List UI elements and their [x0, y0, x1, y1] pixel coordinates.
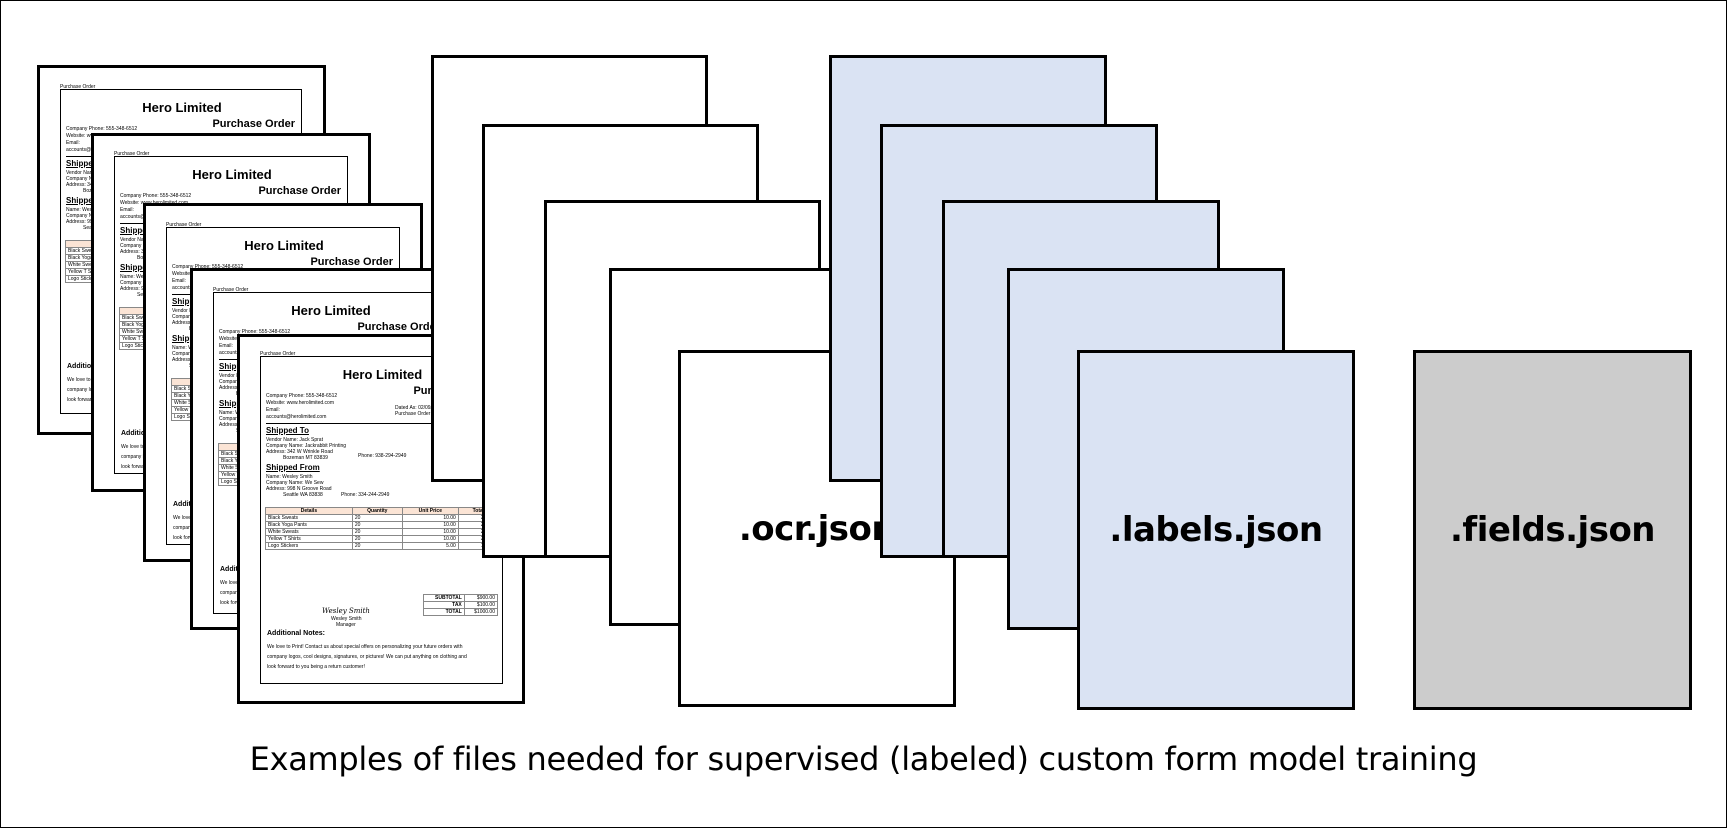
po-shipped-to: Shipped To [266, 426, 309, 435]
po-ship-address: Address: 342 W Wrinkle Road [266, 449, 333, 455]
po-table-cell: 20 [351, 542, 403, 550]
po-table-cell: Yellow T Shirts [265, 535, 353, 543]
po-title: Purchase Order [212, 118, 295, 130]
po-total-value: $1000.00 [463, 608, 499, 616]
po-from-city: Seattle WA 83838 [283, 492, 323, 498]
po-shipped-to: Shipped To [66, 159, 109, 168]
ocr-file-label: .ocr.json [738, 508, 896, 549]
po-notes-line-1: We love to Print! Contact us about speci… [267, 644, 463, 650]
po-signature: Wesley Smith [322, 607, 370, 615]
po-table-cell: Logo Stickers [265, 542, 353, 550]
po-title: Purchase Order [258, 185, 341, 197]
po-table-cell: White Sweats [265, 528, 353, 536]
po-ship-company: Company Name: Jackrabbit Printing [266, 443, 347, 449]
po-company: Hero Limited [342, 367, 423, 382]
fields-file-label: .fields.json [1449, 510, 1656, 550]
po-table-cell: 10.00 [401, 521, 459, 529]
po-ship-city: Bozeman MT 83839 [283, 455, 328, 461]
po-corner-label: Purchase Order [213, 287, 249, 293]
po-table-cell: Black Yoga Pants [265, 521, 353, 529]
po-email-label: Email: [66, 140, 80, 146]
labels-file-label: .labels.json [1109, 510, 1323, 550]
po-company: Hero Limited [192, 167, 272, 182]
po-title: Purchase Order [357, 321, 440, 333]
po-notes-line-2: company logos, cool designs, signatures,… [267, 654, 467, 660]
po-total-label: TAX [423, 601, 465, 609]
po-corner-label: Purchase Order [260, 351, 296, 357]
po-table-header: Details [265, 507, 353, 515]
po-company-phone: Company Phone: 555-348-6512 [66, 126, 138, 132]
po-company: Hero Limited [244, 238, 324, 253]
po-table-cell: 20 [351, 521, 403, 529]
po-email-label: Email: [266, 407, 280, 413]
po-corner-label: Purchase Order [166, 222, 202, 228]
po-notes-title: Additional Notes: [267, 630, 325, 637]
po-website: Website: www.herolimited.com [266, 400, 334, 406]
po-table-header: Unit Price [401, 507, 459, 515]
po-total-row: TOTAL$1000.00 [423, 608, 499, 616]
po-title: Purchase Order [310, 256, 393, 268]
po-from-address: Address: 998 N Groove Road [266, 486, 332, 492]
po-corner-label: Purchase Order [60, 84, 96, 90]
po-total-row: TAX$100.00 [423, 601, 499, 609]
po-email-label: Email: [120, 207, 134, 213]
po-company-phone: Company Phone: 555-348-6512 [172, 264, 244, 270]
po-from-name: Name: Wesley Smith [66, 207, 113, 213]
po-company-phone: Company Phone: 555-348-6512 [266, 393, 338, 399]
po-total-label: TOTAL [423, 608, 465, 616]
fields-file: .fields.json [1413, 350, 1692, 710]
po-company-phone: Company Phone: 555-348-6512 [219, 329, 291, 335]
po-table-cell: 20 [351, 514, 403, 522]
po-notes-line-3: look forward to you being a return custo… [267, 664, 365, 670]
po-table-cell: 20 [351, 528, 403, 536]
po-total-value: $100.00 [463, 601, 499, 609]
po-ship-phone: Phone: 938-294-2949 [358, 453, 407, 459]
po-shipped-to: Shipped To [120, 226, 163, 235]
po-from-company: Company Name: We Sew [266, 480, 324, 486]
po-shipped-from: Shipped From [266, 463, 320, 472]
labels-file-front: .labels.json [1077, 350, 1355, 710]
po-corner-label: Purchase Order [114, 151, 150, 157]
po-dated: Dated As: 02/09/2020 [395, 405, 444, 411]
po-signer-name: Wesley Smith [331, 616, 362, 622]
po-table-cell: 10.00 [401, 528, 459, 536]
po-email-label: Email: [172, 278, 186, 284]
po-table-header: Quantity [351, 507, 403, 515]
po-email-label: Email: [219, 343, 233, 349]
po-table-cell: 10.00 [401, 535, 459, 543]
po-company: Hero Limited [291, 303, 371, 318]
po-total-label: SUBTOTAL [423, 594, 465, 602]
po-number: Purchase Order #: 2992848 [395, 411, 457, 417]
po-from-phone: Phone: 334-244-2949 [341, 492, 390, 498]
po-from-name: Name: Wesley Smith [266, 474, 313, 480]
po-table-cell: 20 [351, 535, 403, 543]
po-table-cell: Black Sweats [265, 514, 353, 522]
po-table-cell: 10.00 [401, 514, 459, 522]
po-total-row: SUBTOTAL$900.00 [423, 594, 499, 602]
po-email: accounts@herolimited.com [266, 414, 327, 420]
po-vendor-name: Vendor Name: Jack Sprat [266, 437, 323, 443]
po-divider [266, 423, 499, 424]
po-signer-title: Manager [336, 622, 356, 628]
po-company-phone: Company Phone: 555-348-6512 [120, 193, 192, 199]
po-total-value: $900.00 [463, 594, 499, 602]
diagram-caption: Examples of files needed for supervised … [249, 740, 1478, 778]
po-company: Hero Limited [142, 100, 222, 115]
po-table-cell: 5.00 [401, 542, 459, 550]
